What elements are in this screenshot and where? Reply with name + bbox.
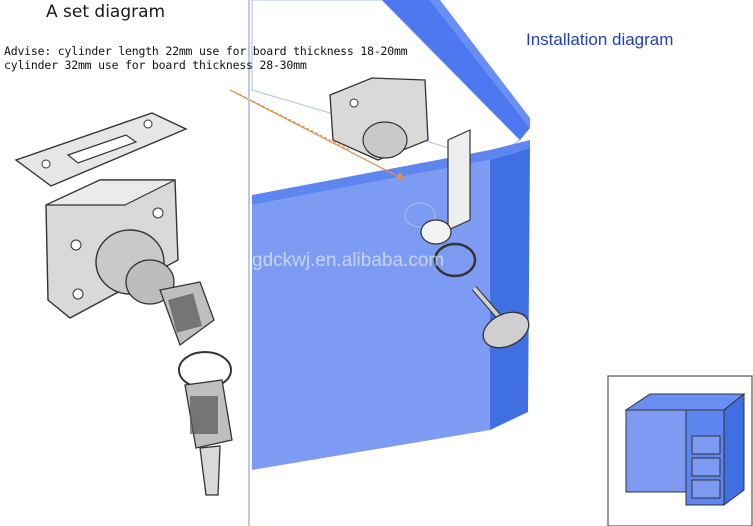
installation-diagram-title: Installation diagram — [526, 30, 674, 49]
cabinet-inset — [607, 375, 753, 526]
strike-plate-installed — [447, 129, 471, 231]
advise-line-1: Advise: cylinder length 22mm use for boa… — [4, 44, 408, 58]
lock-body-installed — [329, 77, 429, 161]
strike-plate — [14, 112, 188, 187]
advise-text: Advise: cylinder length 22mm use for boa… — [4, 44, 408, 72]
panel-divider — [248, 0, 250, 526]
cylinder-hole-parts — [404, 202, 477, 278]
key-set — [159, 281, 232, 389]
watermark-text: gdckwj.en.alibaba.com — [252, 250, 445, 271]
advise-line-2: cylinder 32mm use for board thickness 28… — [4, 58, 307, 72]
set-diagram-title: A set diagram — [46, 2, 166, 22]
key-spare — [184, 379, 233, 496]
key-installed — [471, 286, 530, 349]
lock-body-set — [45, 179, 179, 319]
install-arrows — [229, 89, 406, 181]
